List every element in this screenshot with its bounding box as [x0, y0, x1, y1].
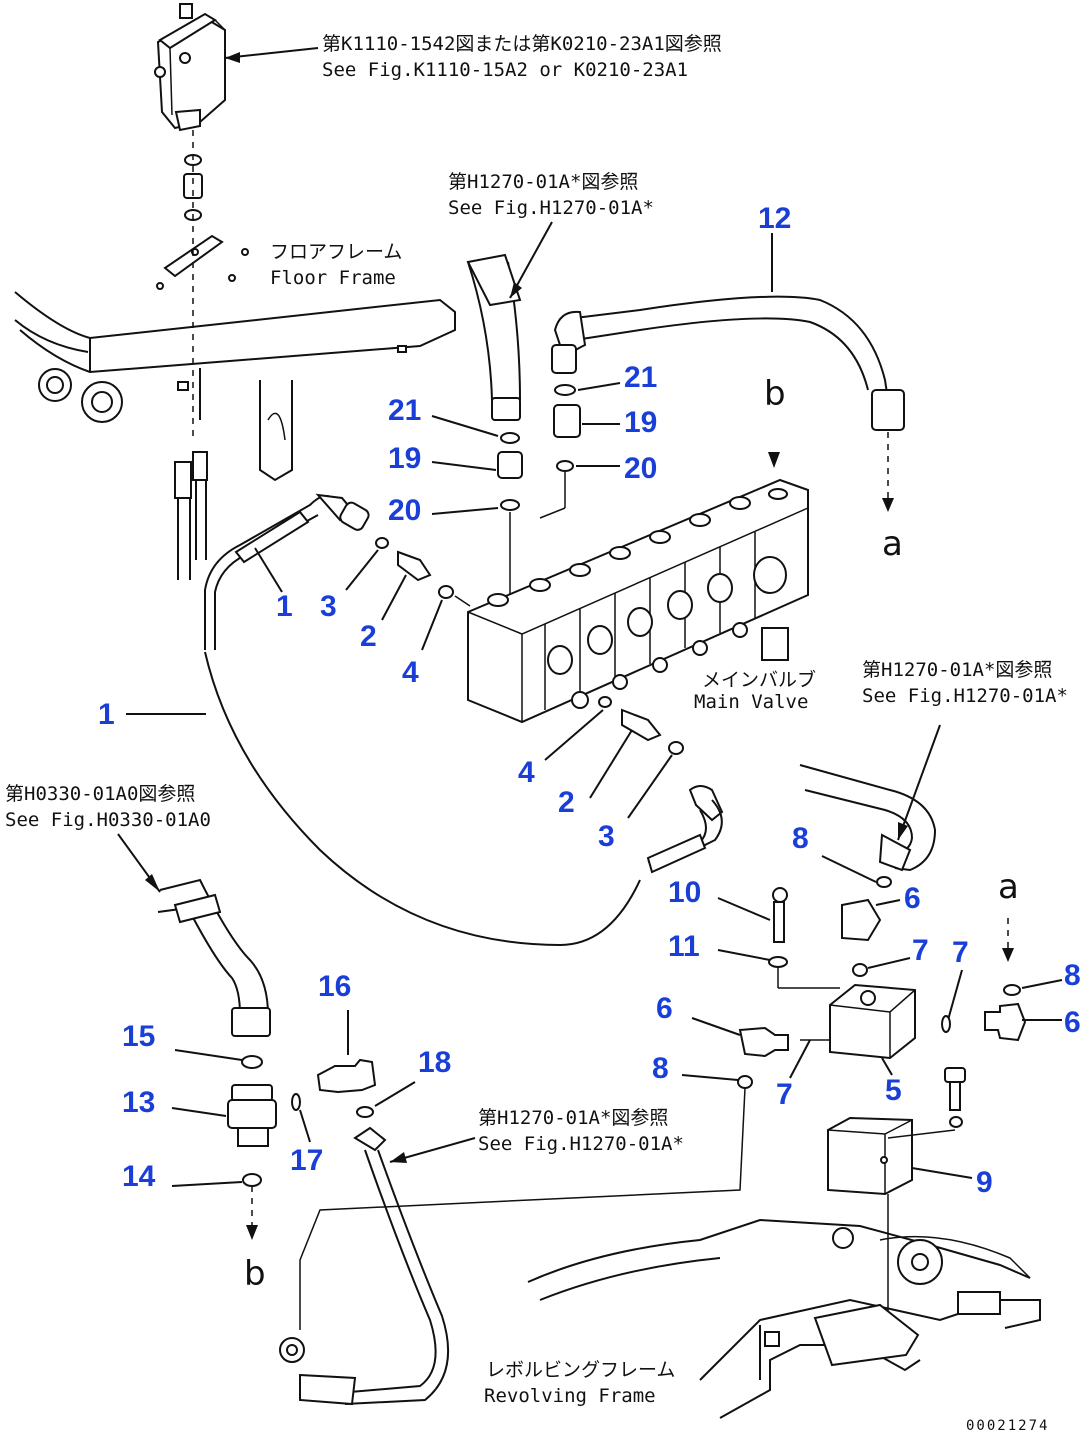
bottom-reference-en: See Fig.H1270-01A*: [478, 1133, 684, 1155]
floor-frame: [14, 291, 456, 482]
main-valve: [467, 478, 809, 724]
callout-1-lower: 1: [98, 698, 115, 731]
callout-21-right: 21: [624, 361, 657, 394]
floor-frame-jp: フロアフレーム: [270, 241, 402, 263]
callout-6-upper: 6: [904, 882, 921, 915]
bottom-reference-jp: 第H1270-01A*図参照: [478, 1107, 668, 1129]
callout-11: 11: [668, 930, 700, 963]
callout-14: 14: [122, 1160, 156, 1193]
callout-5: 5: [885, 1074, 902, 1107]
callout-15: 15: [122, 1020, 155, 1053]
callout-7-upper-right: 7: [952, 936, 969, 969]
right-reference-en: See Fig.H1270-01A*: [862, 685, 1068, 707]
top-reference-en: See Fig.K1110-15A2 or K0210-23A1: [322, 59, 688, 81]
callout-2-upper: 2: [360, 620, 377, 653]
callout-4-lower: 4: [518, 756, 535, 789]
vertical-hoses: [174, 451, 208, 580]
callout-19-left: 19: [388, 442, 421, 475]
bottom-hose: [279, 1126, 450, 1406]
top-bracket: [154, 3, 226, 132]
callout-3-upper: 3: [320, 590, 337, 623]
callout-8-lower: 8: [652, 1052, 669, 1085]
callout-6-middle: 6: [656, 992, 673, 1025]
callout-17: 17: [290, 1144, 323, 1177]
hose-12: [551, 295, 905, 431]
callout-4-upper: 4: [402, 656, 419, 689]
callout-9: 9: [976, 1166, 993, 1199]
callout-20-left: 20: [388, 494, 421, 527]
callout-19-right: 19: [624, 406, 657, 439]
callout-20-right: 20: [624, 452, 657, 485]
top-reference-jp: 第K1110-1542図または第K0210-23A1図参照: [322, 33, 722, 55]
callout-6-right: 6: [1064, 1006, 1081, 1039]
revolving-frame-jp: レボルビングフレーム: [486, 1359, 675, 1381]
left-reference-en: See Fig.H0330-01A0: [5, 809, 211, 831]
callout-13: 13: [122, 1086, 155, 1119]
connector-b-bottom: b: [244, 1254, 266, 1294]
revolving-frame: [527, 1218, 1041, 1419]
callout-7-upper-left: 7: [912, 934, 929, 967]
left-hose: [157, 878, 271, 1037]
drawing-code: 00021274: [966, 1418, 1049, 1434]
hose-1-lower-fitting: [646, 785, 724, 874]
block-9: [827, 1116, 913, 1196]
callout-1-upper: 1: [276, 590, 293, 623]
connector-a-right: a: [998, 867, 1019, 907]
right-hose: [799, 764, 937, 872]
hose-reference-en: See Fig.H1270-01A*: [448, 197, 654, 219]
main-valve-en: Main Valve: [694, 691, 808, 713]
callout-7-lower: 7: [776, 1078, 793, 1111]
floor-frame-en: Floor Frame: [270, 267, 396, 289]
connector-b-top: b: [764, 374, 786, 414]
callout-18: 18: [418, 1046, 451, 1079]
callout-3-lower: 3: [598, 820, 615, 853]
callout-16: 16: [318, 970, 351, 1003]
callout-12: 12: [758, 202, 791, 235]
hose-1-upper: [204, 493, 370, 650]
callout-8-right: 8: [1064, 959, 1081, 992]
center-hose: [466, 253, 523, 511]
block-5: [829, 983, 916, 1060]
left-reference-jp: 第H0330-01A0図参照: [5, 783, 195, 805]
main-valve-jp: メインバルブ: [702, 668, 816, 691]
callout-21-left: 21: [388, 394, 421, 427]
hose-reference-jp: 第H1270-01A*図参照: [448, 171, 638, 193]
right-reference-jp: 第H1270-01A*図参照: [862, 659, 1052, 681]
callout-10: 10: [668, 876, 701, 909]
callout-8-upper: 8: [792, 822, 809, 855]
connector-a-top: a: [882, 524, 903, 564]
callout-2-lower: 2: [558, 786, 575, 819]
revolving-frame-en: Revolving Frame: [484, 1385, 656, 1407]
hose-1-loop: [204, 651, 641, 947]
